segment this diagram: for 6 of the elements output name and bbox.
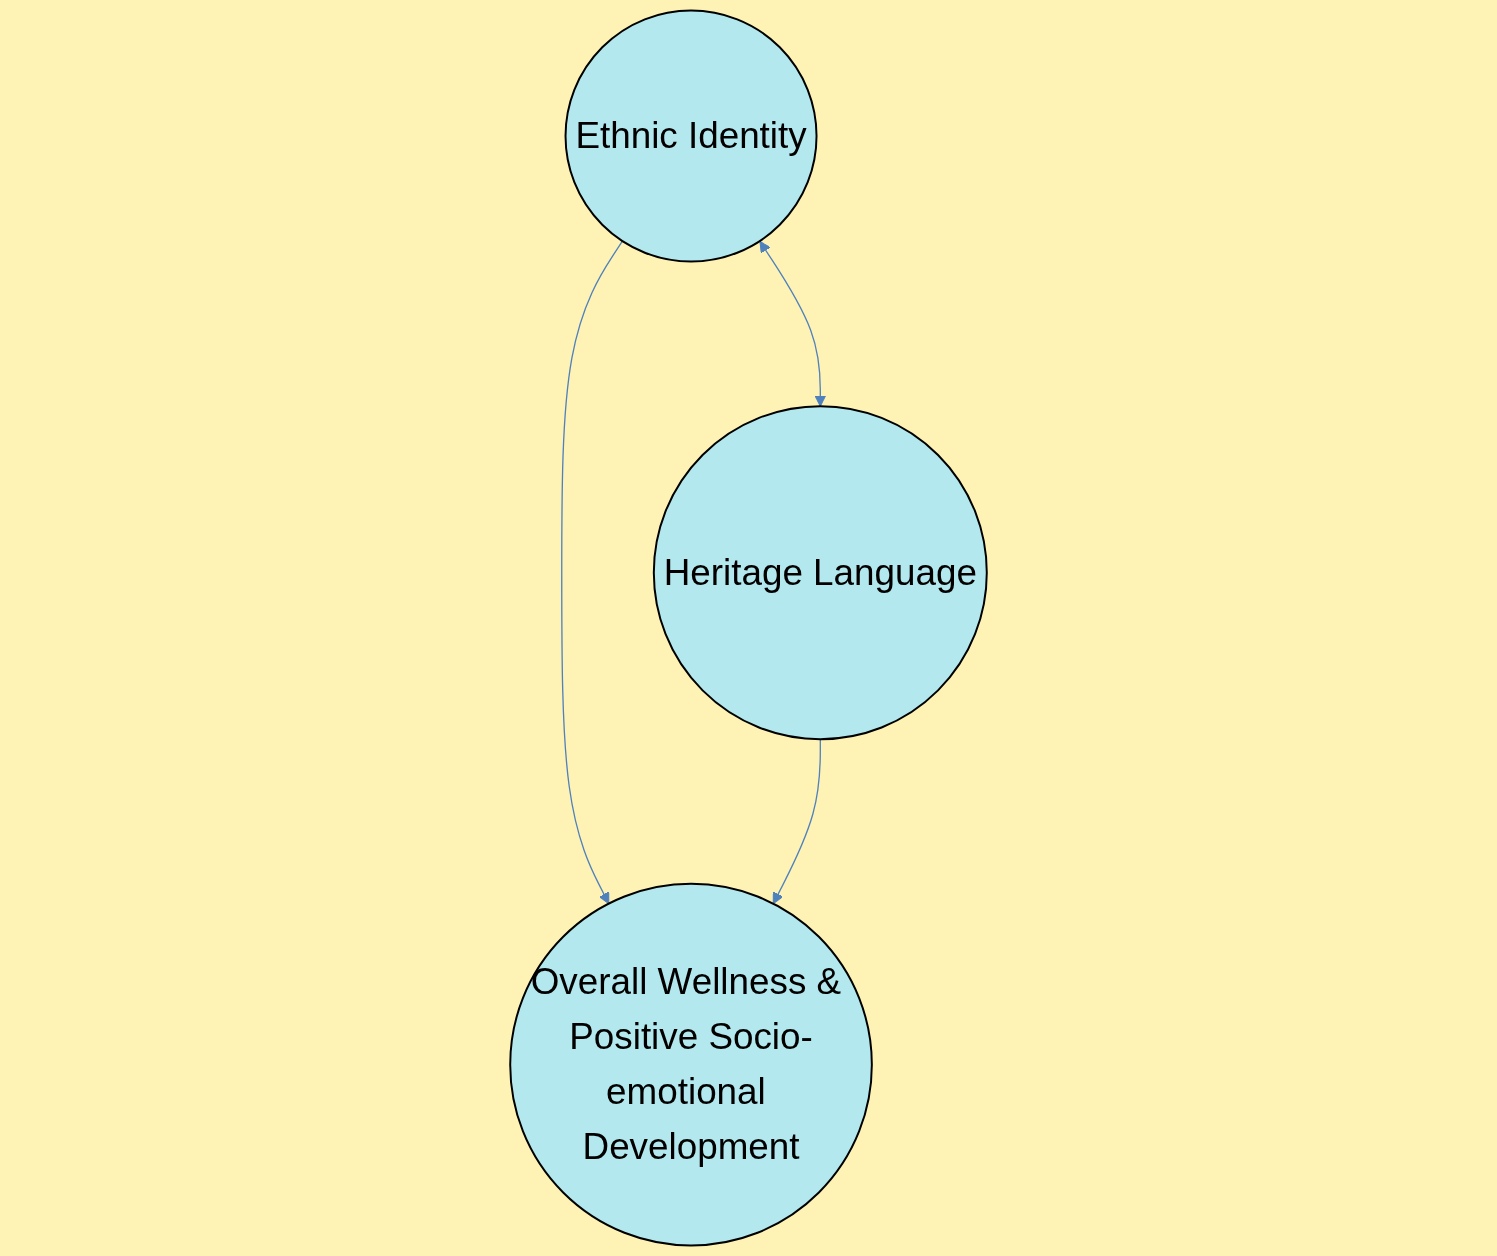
arrow — [759, 241, 827, 407]
arrow — [561, 240, 624, 905]
node-circle: Heritage Language — [652, 405, 988, 741]
arrow — [772, 738, 821, 905]
node-circle: Ethnic Identity — [564, 9, 818, 263]
node-circle: Overall Wellness & Positive Socio-emotional Development — [509, 882, 873, 1247]
